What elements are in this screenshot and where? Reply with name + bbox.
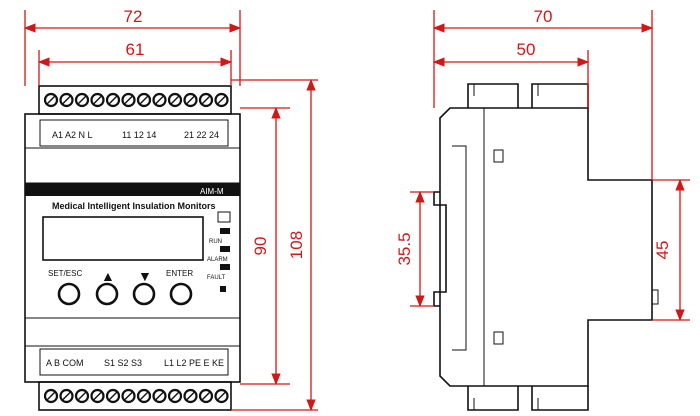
terminal-screw bbox=[121, 92, 136, 108]
header-band bbox=[25, 184, 240, 196]
overall-depth-value: 70 bbox=[534, 7, 553, 26]
screw-slot bbox=[170, 391, 180, 401]
din-rail-clip bbox=[433, 191, 447, 307]
terminal-screw bbox=[167, 92, 183, 108]
terminal-screw bbox=[214, 388, 229, 404]
screw-slot bbox=[108, 391, 118, 401]
screw-slot bbox=[77, 391, 87, 401]
terminal-screw bbox=[105, 388, 121, 404]
indicator-label-alarm: ALARM bbox=[207, 257, 228, 263]
terminal-screw bbox=[214, 92, 229, 108]
terminal-screw bbox=[90, 388, 105, 404]
top-label-strip bbox=[39, 119, 229, 147]
bottom-terminal-label-1: A B COM bbox=[46, 358, 84, 368]
terminal-screw bbox=[167, 388, 183, 404]
terminal-screw bbox=[43, 388, 59, 404]
screw-slot bbox=[186, 391, 195, 401]
body-depth-value: 50 bbox=[517, 40, 536, 59]
side-view bbox=[433, 83, 659, 411]
screw-slot bbox=[139, 391, 149, 401]
terminal-screw bbox=[136, 92, 152, 108]
screw-slot bbox=[62, 95, 71, 105]
model-label: AIM-M bbox=[200, 187, 224, 196]
screw-slot bbox=[93, 391, 102, 401]
top-terminal-label-1: A1 A2 N L bbox=[52, 130, 93, 140]
front-body bbox=[24, 113, 241, 383]
terminal-screw bbox=[59, 92, 74, 108]
screw-slot bbox=[155, 95, 164, 105]
front-height-value: 90 bbox=[251, 237, 270, 256]
terminal-screw bbox=[121, 388, 136, 404]
screw-slot bbox=[217, 391, 226, 401]
overall-height-value: 108 bbox=[287, 231, 306, 259]
terminal-screw bbox=[183, 388, 198, 404]
screw-slot bbox=[62, 391, 71, 401]
inner-width-value: 61 bbox=[126, 40, 145, 59]
screw-slot bbox=[139, 95, 149, 105]
down-button bbox=[132, 282, 156, 306]
up-button bbox=[95, 282, 119, 306]
side-dimensions: 70 50 35.5 45 bbox=[395, 7, 690, 322]
terminal-screw bbox=[74, 388, 90, 404]
product-name: Medical Intelligent Insulation Monitors bbox=[52, 201, 216, 211]
button-label-enter: ENTER bbox=[166, 269, 193, 278]
bottom-terminal-label-3: L1 L2 PE E KE bbox=[164, 358, 224, 368]
button-label-set: SET/ESC bbox=[48, 269, 82, 278]
screw-slot bbox=[108, 95, 118, 105]
terminal-screw bbox=[136, 388, 152, 404]
terminal-screw bbox=[152, 92, 167, 108]
button-label-down: ▼ bbox=[138, 268, 152, 284]
set-button bbox=[57, 282, 81, 306]
screw-slot bbox=[201, 95, 211, 105]
top-terminal-screws bbox=[43, 92, 229, 108]
terminal-screw bbox=[74, 92, 90, 108]
screw-slot bbox=[124, 95, 133, 105]
terminal-screw bbox=[59, 388, 74, 404]
screw-slot bbox=[46, 95, 56, 105]
screw-slot bbox=[155, 391, 164, 401]
screw-slot bbox=[170, 95, 180, 105]
indicator-label-fault: FAULT bbox=[207, 275, 226, 281]
top-terminal-label-3: 21 22 24 bbox=[184, 130, 219, 140]
screw-slot bbox=[77, 95, 87, 105]
screw-slot bbox=[124, 391, 133, 401]
lcd-display bbox=[42, 216, 204, 261]
screw-slot bbox=[93, 95, 102, 105]
side-profile bbox=[439, 107, 653, 387]
bottom-terminal-screws bbox=[43, 388, 229, 404]
screw-slot bbox=[186, 95, 195, 105]
front-height-side-value: 45 bbox=[653, 241, 672, 260]
terminal-screw bbox=[43, 92, 59, 108]
top-terminal-label-2: 11 12 14 bbox=[122, 130, 156, 140]
terminal-screw bbox=[183, 92, 198, 108]
screw-slot bbox=[201, 391, 211, 401]
screw-slot bbox=[46, 391, 56, 401]
terminal-screw bbox=[198, 388, 214, 404]
bottom-label-strip bbox=[39, 348, 229, 376]
terminal-screw bbox=[90, 92, 105, 108]
button-label-up: ▲ bbox=[101, 268, 115, 284]
screw-slot bbox=[217, 95, 226, 105]
terminal-screw bbox=[198, 92, 214, 108]
terminal-screw bbox=[152, 388, 167, 404]
indicator-label-run: RUN bbox=[209, 239, 222, 245]
indicator-leds: RUN ALARM FAULT bbox=[207, 211, 231, 292]
terminal-screw bbox=[105, 92, 121, 108]
front-view: A1 A2 N L 11 12 14 21 22 24 AIM-M Medica… bbox=[24, 85, 241, 411]
rail-height-value: 35.5 bbox=[395, 232, 414, 265]
front-dimensions: 72 61 90 108 bbox=[23, 7, 318, 412]
bottom-terminal-label-2: S1 S2 S3 bbox=[104, 358, 142, 368]
enter-button bbox=[169, 282, 193, 306]
bottom-terminal-block bbox=[38, 381, 232, 411]
overall-width-value: 72 bbox=[124, 7, 143, 26]
